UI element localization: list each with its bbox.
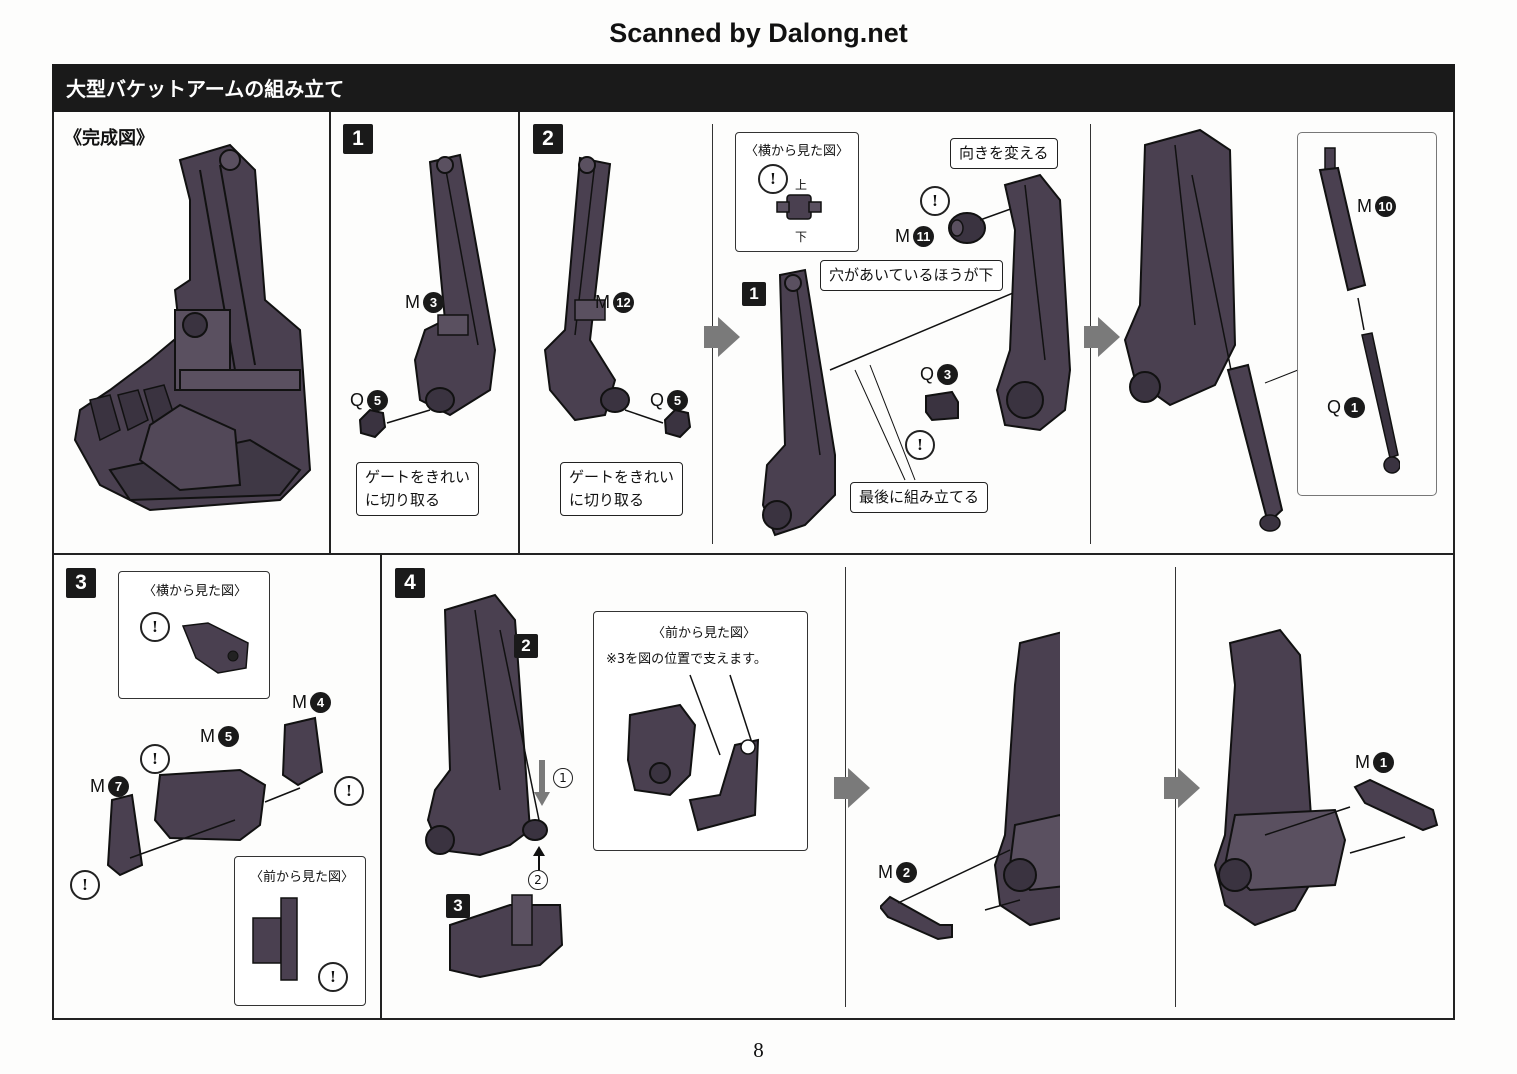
flow-arrow	[718, 317, 740, 357]
warning-icon: !	[334, 776, 364, 806]
flow-arrow-stem	[704, 326, 718, 348]
flow-arrow-stem	[1084, 326, 1098, 348]
front-view-title: 〈前から見た図〉	[250, 870, 355, 885]
down-label: 下	[795, 230, 808, 244]
flow-arrow	[1178, 768, 1200, 808]
gate-callout-2: ゲートをきれいに切り取る	[560, 462, 684, 516]
step-4-m2-illustration	[880, 631, 1060, 941]
warning-icon: !	[140, 612, 170, 642]
order-mark-2: 2	[528, 870, 548, 890]
order-mark-1: 1	[553, 768, 573, 788]
assemble-last-callout: 最後に組み立てる	[850, 482, 989, 513]
divider	[329, 112, 331, 554]
cylinder-detail-box	[1297, 132, 1437, 496]
change-direction-callout: 向きを変える	[950, 138, 1058, 169]
warning-icon: !	[758, 164, 788, 194]
hole-down-callout: 穴があいているほうが下	[820, 260, 1003, 291]
step-3-reference: 3	[446, 894, 470, 918]
step-4-badge: 4	[395, 568, 425, 598]
step-1-badge: 1	[343, 124, 373, 154]
step-1-reference: 1	[742, 282, 766, 306]
warning-icon: !	[920, 186, 950, 216]
front-view-bracket	[252, 897, 298, 981]
up-label: 上	[795, 178, 808, 192]
warning-icon: !	[140, 744, 170, 774]
up-arrow	[533, 846, 545, 872]
divider	[52, 553, 1455, 555]
side-view-box	[735, 132, 859, 252]
side-view-bracket	[181, 622, 249, 674]
side-view-title: 〈横から見た図〉	[745, 144, 850, 159]
step-4-bracket-illustration	[449, 894, 564, 979]
completed-bucket-illustration	[73, 143, 312, 512]
step-3-badge: 3	[66, 568, 96, 598]
m11-part-illustration	[948, 212, 986, 244]
step-4-m1-illustration	[1213, 628, 1439, 927]
q3-part-illustration	[925, 390, 959, 422]
assembly-arm-left	[761, 268, 836, 537]
step-2-badge: 2	[533, 124, 563, 154]
gate-callout: ゲートをきれいに切り取る	[356, 462, 480, 516]
assembly-arm-right	[995, 173, 1072, 432]
down-arrow	[534, 760, 550, 806]
front-view-support-illustration	[626, 674, 760, 832]
front-view-title-2: 〈前から見た図〉	[652, 626, 757, 641]
step-3-parts-illustration	[106, 716, 324, 877]
warning-icon: !	[905, 430, 935, 460]
divider	[380, 554, 382, 1020]
step-1-arm-illustration	[413, 153, 497, 417]
support-note: ※3を図の位置で支えます。	[606, 652, 767, 667]
warning-icon: !	[70, 870, 100, 900]
q5-nut-illustration	[358, 408, 431, 439]
q5-nut-illustration-2	[624, 408, 692, 439]
step-2-reference: 2	[514, 634, 538, 658]
divider	[518, 112, 520, 554]
side-view-part	[776, 194, 822, 220]
step-2-arm-illustration	[543, 156, 630, 422]
page-number: 8	[753, 1038, 764, 1062]
cylinder-parts-illustration	[1318, 147, 1400, 474]
section-header-bar	[52, 64, 1455, 112]
section-title: 大型バケットアームの組み立て	[66, 77, 345, 101]
cylinder-assembly-illustration	[1123, 128, 1299, 532]
flow-arrow-stem	[834, 777, 848, 799]
step-4-arm-illustration	[425, 593, 548, 857]
flow-arrow	[848, 768, 870, 808]
side-view-title-2: 〈横から見た図〉	[143, 584, 248, 599]
warning-icon: !	[318, 962, 348, 992]
flow-arrow	[1098, 317, 1120, 357]
flow-arrow-stem	[1164, 777, 1178, 799]
scan-credit: Scanned by Dalong.net	[609, 18, 908, 48]
completed-label: 《完成図》	[64, 128, 154, 149]
